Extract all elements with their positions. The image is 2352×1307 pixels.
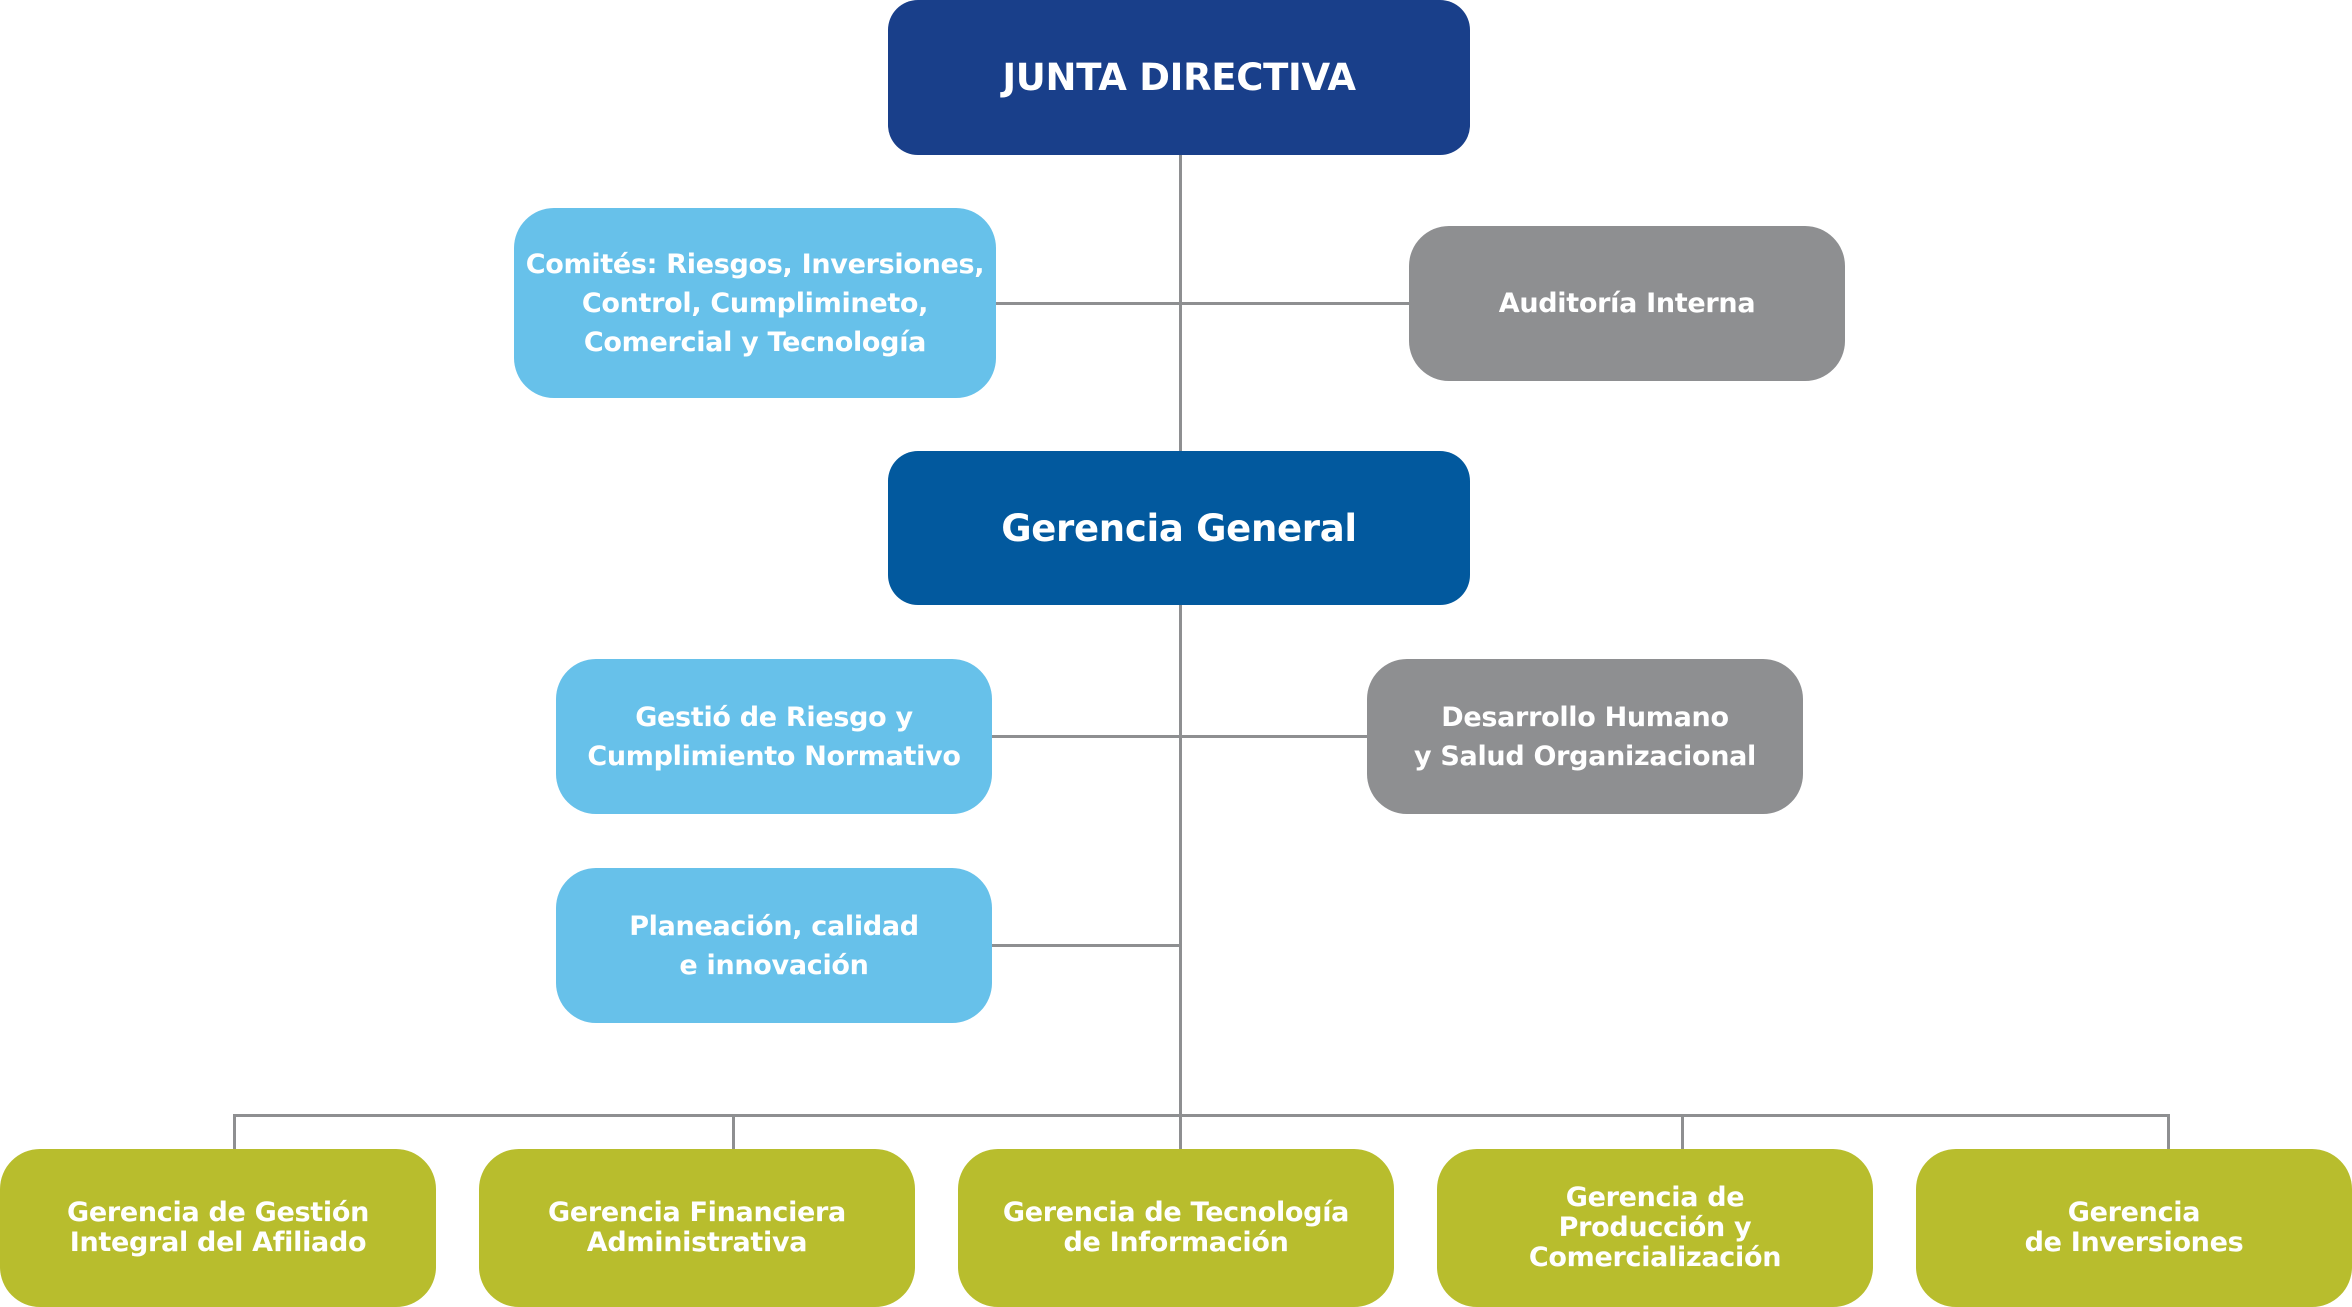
node-auditoria-interna: Auditoría Interna: [1409, 226, 1845, 381]
connector-planeacion: [992, 944, 1181, 947]
connector-comites-auditoria: [996, 302, 1409, 305]
node-gerencia-financiera: Gerencia Financiera Administrativa: [479, 1149, 915, 1307]
connector-drop-1: [732, 1114, 735, 1149]
node-gerencia-general: Gerencia General: [888, 451, 1470, 605]
node-label: Gerencia Financiera Administrativa: [548, 1197, 846, 1258]
connector-riesgo-desarrollo: [992, 735, 1367, 738]
connector-drop-2: [1179, 1114, 1182, 1149]
node-label: JUNTA DIRECTIVA: [1002, 56, 1356, 99]
node-label: Gerencia de Inversiones: [2024, 1197, 2244, 1258]
connector-drop-0: [233, 1114, 236, 1149]
node-label: Planeación, calidad e innovación: [629, 910, 919, 981]
connector-drop-3: [1681, 1114, 1684, 1149]
node-label: Gestió de Riesgo y Cumplimiento Normativ…: [587, 701, 961, 772]
node-label: Gerencia de Producción y Comercializació…: [1528, 1182, 1782, 1273]
node-gestion-riesgo: Gestió de Riesgo y Cumplimiento Normativ…: [556, 659, 992, 814]
node-label: Desarrollo Humano y Salud Organizacional: [1413, 701, 1756, 772]
node-gerencia-produccion: Gerencia de Producción y Comercializació…: [1437, 1149, 1873, 1307]
node-planeacion: Planeación, calidad e innovación: [556, 868, 992, 1023]
connector-management-bus: [233, 1114, 2170, 1117]
node-comites: Comités: Riesgos, Inversiones, Control, …: [514, 208, 996, 398]
node-label: Gerencia General: [1001, 506, 1357, 550]
connector-drop-4: [2167, 1114, 2170, 1149]
node-gerencia-gestion-afiliado: Gerencia de Gestión Integral del Afiliad…: [0, 1149, 436, 1307]
node-label: Gerencia de Gestión Integral del Afiliad…: [66, 1197, 370, 1258]
trunk-connector-lower: [1179, 605, 1182, 1117]
node-label: Gerencia de Tecnología de Información: [1002, 1197, 1350, 1258]
node-label: Auditoría Interna: [1498, 288, 1756, 319]
node-desarrollo-humano: Desarrollo Humano y Salud Organizacional: [1367, 659, 1803, 814]
node-label: Comités: Riesgos, Inversiones, Control, …: [525, 248, 985, 358]
node-junta-directiva: JUNTA DIRECTIVA: [888, 0, 1470, 155]
node-gerencia-tecnologia: Gerencia de Tecnología de Información: [958, 1149, 1394, 1307]
node-gerencia-inversiones: Gerencia de Inversiones: [1916, 1149, 2352, 1307]
